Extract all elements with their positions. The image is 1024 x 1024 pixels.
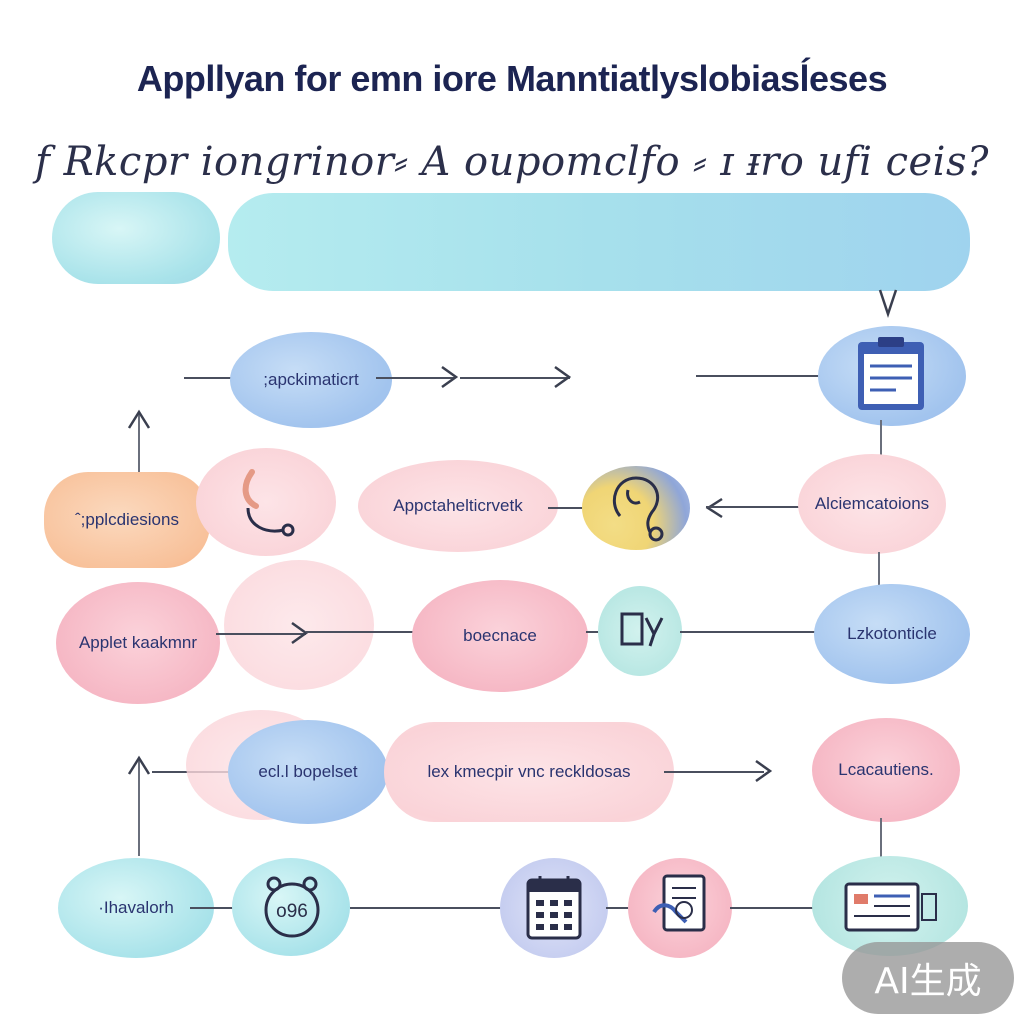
node-lex-kmecpir-label: lex kmecpir vnc reckldosas — [427, 762, 631, 781]
connector-line — [878, 552, 880, 588]
face-o96-icon: o96 — [264, 876, 320, 938]
clipboard-form-icon — [858, 337, 924, 410]
node-lex-kmecpir: lex kmecpir vnc reckldosas — [384, 722, 674, 822]
node-edl-bopelset-label: ecl.l bopelset — [258, 762, 358, 781]
connector-line — [548, 507, 588, 509]
diagram-title: Appllyan for emn iore Manntiatlyslobiasĺ… — [136, 58, 888, 99]
node-apck-label: ;apckimaticrt — [263, 370, 359, 389]
arrow-right-icon — [755, 759, 773, 783]
diagram-subtitle: f Rkcpr iongrinor⸗ A oupomclfo ⸗ ɪ ᵻro u… — [35, 139, 989, 185]
connector-line — [706, 506, 802, 508]
node-stethoscope-blob — [196, 448, 336, 556]
bed-icon — [620, 612, 664, 647]
connector-line — [138, 414, 140, 482]
connector-line — [664, 771, 764, 773]
calendar-icon — [526, 876, 582, 940]
connector-line — [880, 420, 882, 458]
arrow-right-icon — [441, 365, 459, 389]
node-appctahelt: Appctahelticrvetk — [358, 460, 558, 552]
ai-generated-badge: AI生成 — [842, 942, 1014, 1014]
node-lcacautiens: Lcacautiens. — [812, 718, 960, 822]
connector-line — [880, 818, 882, 858]
faded-background-blob — [224, 560, 374, 690]
connector-line — [376, 377, 454, 379]
connector-line — [306, 631, 426, 633]
connector-line — [680, 631, 820, 633]
node-calendar-icon-blob — [500, 858, 608, 958]
arrow-up-icon — [127, 755, 151, 775]
node-applet-kaakmnr-label: Applet kaakmnr — [78, 633, 198, 652]
node-lhavalorh: ·Ihavalorh — [58, 858, 214, 958]
connector-line — [586, 631, 606, 633]
stethoscope-icon — [242, 469, 295, 537]
connector-line — [696, 375, 820, 377]
arrow-right-icon — [554, 365, 572, 389]
connector-line — [460, 377, 570, 379]
node-id-card-icon-blob — [812, 856, 968, 956]
arrow-up-icon — [127, 409, 151, 429]
node-edl-bopelset: ecl.l bopelset — [228, 720, 388, 824]
node-alciemcatoions-label: Alciemcatoions — [814, 494, 930, 513]
node-applcdiesions: ˆ;pplcdiesions — [44, 472, 210, 568]
node-boecnace-label: boecnace — [463, 626, 537, 645]
node-applcdiesions-label: ˆ;pplcdiesions — [75, 510, 179, 529]
top-left-pill — [52, 192, 220, 284]
node-lzkotonticle-label: Lzkotonticle — [847, 624, 937, 643]
node-lhavalorh-label: ·Ihavalorh — [98, 898, 174, 917]
node-lzkotonticle: Lzkotonticle — [814, 584, 970, 684]
node-boecnace: boecnace — [412, 580, 588, 692]
node-bed-icon-blob — [598, 586, 682, 676]
face-icon-text: o96 — [276, 901, 308, 922]
connector-line — [184, 377, 234, 379]
connector-line — [138, 760, 140, 856]
node-face-icon-blob: o96 — [232, 858, 350, 956]
node-apck: ;apckimaticrt — [230, 332, 392, 428]
document-hand-icon — [652, 874, 706, 932]
connector-line — [730, 907, 820, 909]
node-document-icon-blob — [628, 858, 732, 958]
node-head-icon-blob — [582, 466, 690, 550]
top-banner-bar — [228, 193, 970, 291]
connector-line — [216, 633, 306, 635]
connector-line — [190, 907, 250, 909]
arrow-right-icon — [291, 621, 309, 645]
node-alciemcatoions: Alciemcatoions — [798, 454, 946, 554]
arrow-left-icon — [705, 497, 723, 519]
node-appctahelt-label: Appctahelticrvetk — [393, 496, 523, 515]
connector-line — [606, 907, 636, 909]
id-card-icon — [844, 882, 937, 932]
node-application-icon-blob — [818, 326, 966, 426]
node-applet-kaakmnr: Applet kaakmnr — [56, 582, 220, 704]
chevron-down-icon — [878, 289, 898, 318]
head-care-icon — [613, 476, 664, 542]
node-lcacautiens-label: Lcacautiens. — [838, 760, 934, 779]
connector-line — [350, 907, 508, 909]
